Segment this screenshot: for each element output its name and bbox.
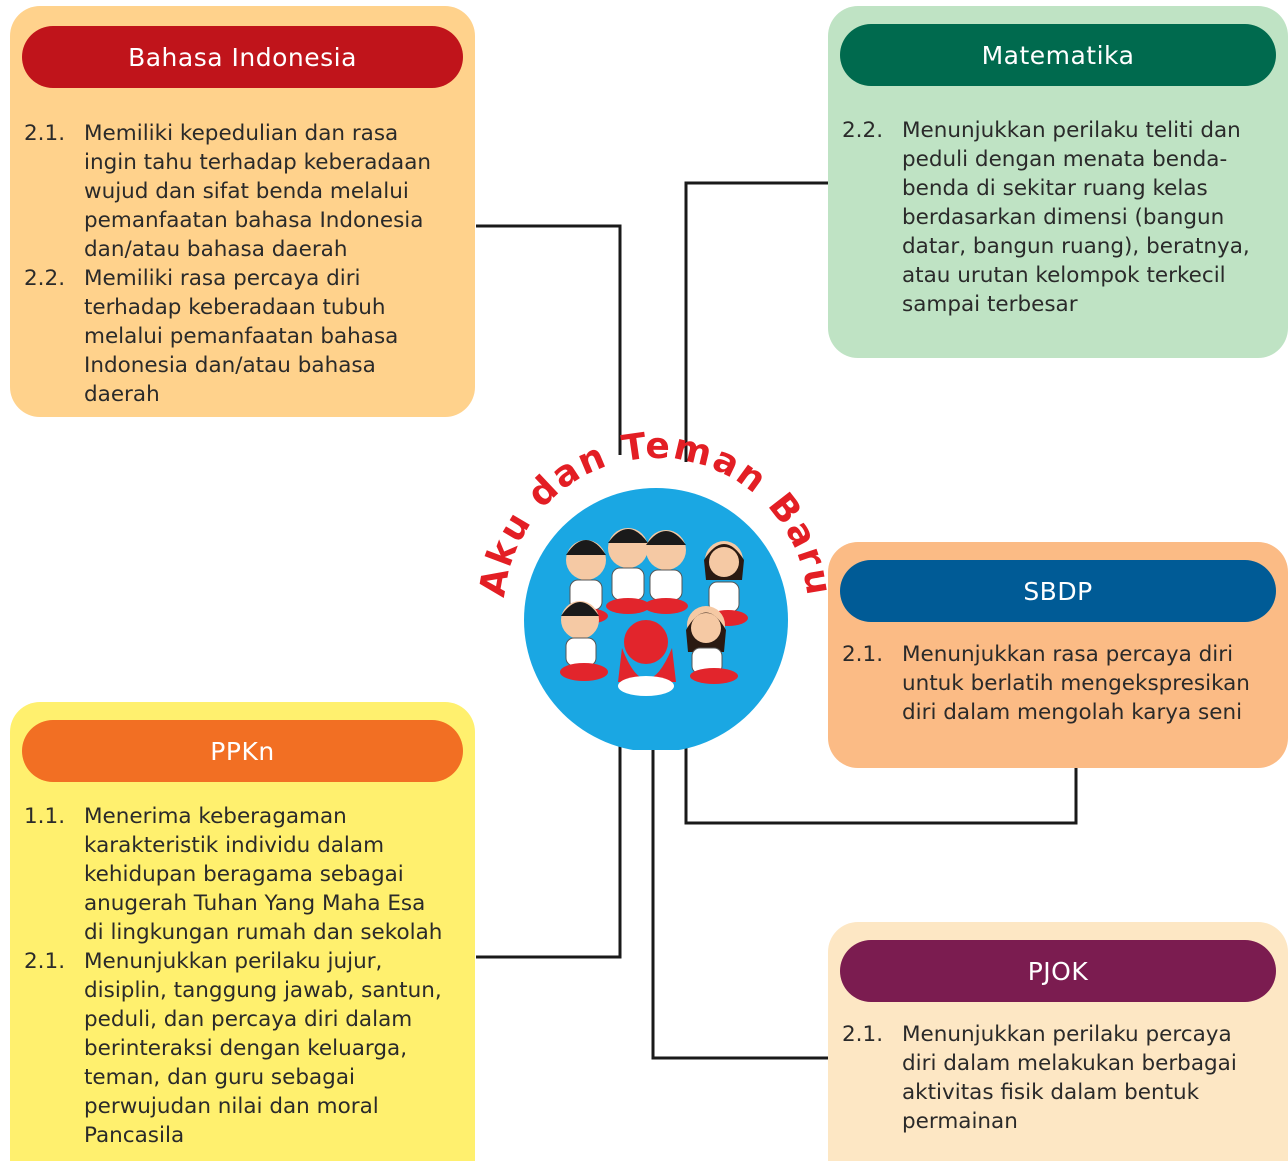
connector-matematika [684, 181, 828, 462]
ppkn-list: 1.1. Menerima keberagaman karakteristik … [24, 802, 465, 1150]
center-hub: Aku dan Teman Baru [476, 426, 836, 750]
item-number: 2.2. [842, 118, 884, 143]
connector-sbdp [684, 735, 1078, 825]
item-number: 2.1. [24, 949, 66, 974]
matematika-header: Matematika [840, 24, 1276, 86]
bahasa-indonesia-header: Bahasa Indonesia [22, 26, 463, 88]
item-number: 2.1. [24, 121, 66, 146]
ppkn-card: PPKn 1.1. Menerima keberagaman karakteri… [10, 702, 475, 1161]
ppkn-header: PPKn [22, 720, 463, 782]
item-text: Menerima keberagaman karakteristik indiv… [84, 804, 443, 945]
list-item: 2.1. Memiliki kepedulian dan rasa ingin … [24, 119, 465, 264]
pjok-list: 2.1. Menunjukkan perilaku percaya diri d… [842, 1020, 1278, 1136]
pjok-card: PJOK 2.1. Menunjukkan perilaku percaya d… [828, 922, 1288, 1161]
item-text: Memiliki rasa percaya diri terhadap kebe… [84, 266, 399, 407]
item-text: Memiliki kepedulian dan rasa ingin tahu … [84, 121, 432, 262]
item-text: Menunjukkan perilaku jujur, disiplin, ta… [84, 949, 442, 1148]
item-number: 1.1. [24, 804, 66, 829]
list-item: 2.1. Menunjukkan perilaku percaya diri d… [842, 1020, 1278, 1136]
bahasa-indonesia-list: 2.1. Memiliki kepedulian dan rasa ingin … [24, 119, 465, 409]
list-item: 1.1. Menerima keberagaman karakteristik … [24, 802, 465, 947]
item-text: Menunjukkan perilaku percaya diri dalam … [902, 1022, 1237, 1134]
pjok-header: PJOK [840, 940, 1276, 1002]
item-text: Menunjukkan rasa percaya diri untuk berl… [902, 642, 1250, 725]
list-item: 2.2. Menunjukkan perilaku teliti dan ped… [842, 116, 1278, 319]
sbdp-header: SBDP [840, 560, 1276, 622]
connector-bahasa [476, 224, 622, 455]
children-illustration [560, 528, 748, 696]
connector-pjok [651, 735, 828, 1060]
item-number: 2.1. [842, 1022, 884, 1047]
sbdp-list: 2.1. Menunjukkan rasa percaya diri untuk… [842, 640, 1278, 727]
matematika-card: Matematika 2.2. Menunjukkan perilaku tel… [828, 6, 1288, 358]
bahasa-indonesia-card: Bahasa Indonesia 2.1. Memiliki kepedulia… [10, 6, 475, 417]
list-item: 2.2. Memiliki rasa percaya diri terhadap… [24, 264, 465, 409]
sbdp-card: SBDP 2.1. Menunjukkan rasa percaya diri … [828, 542, 1288, 768]
connector-ppkn [476, 728, 622, 959]
list-item: 2.1. Menunjukkan rasa percaya diri untuk… [842, 640, 1278, 727]
item-number: 2.2. [24, 266, 66, 291]
list-item: 2.1. Menunjukkan perilaku jujur, disipli… [24, 947, 465, 1150]
matematika-list: 2.2. Menunjukkan perilaku teliti dan ped… [842, 116, 1278, 319]
item-number: 2.1. [842, 642, 884, 667]
item-text: Menunjukkan perilaku teliti dan peduli d… [902, 118, 1250, 317]
